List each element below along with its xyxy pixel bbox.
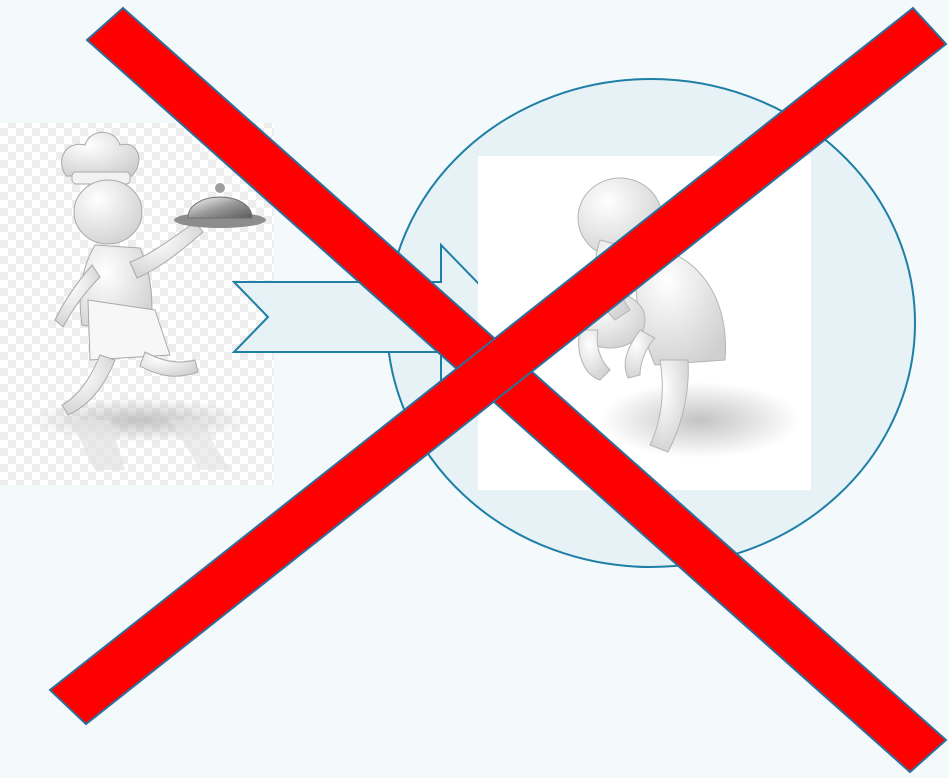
- chef-carrying-tray-icon: [0, 123, 274, 485]
